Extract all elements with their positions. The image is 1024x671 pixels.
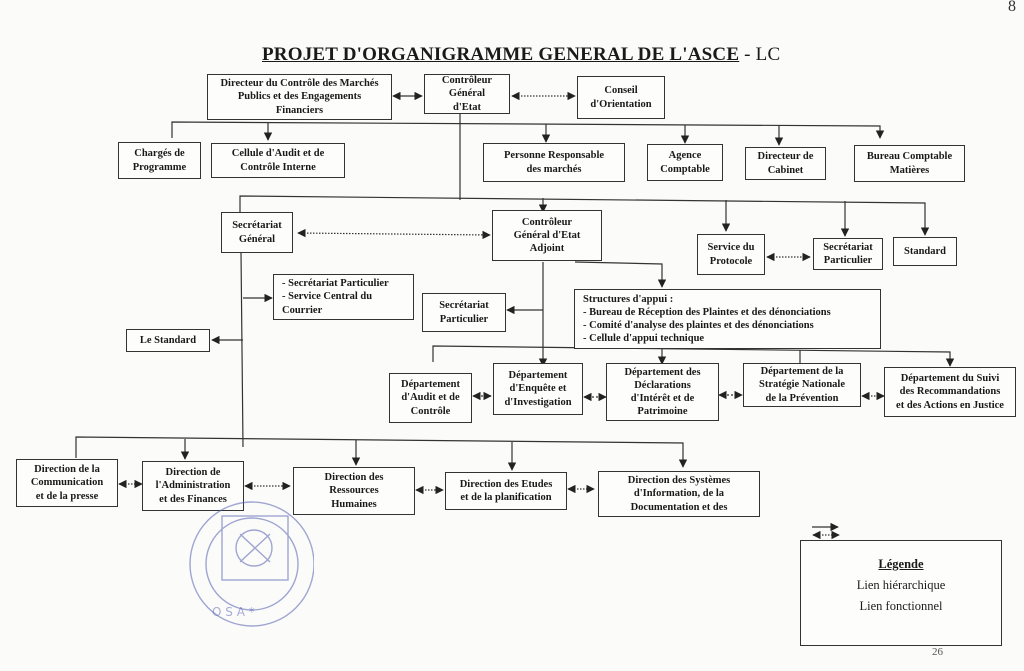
box-dir-etudes: Direction des Etudes et de la planificat… <box>445 472 567 510</box>
box-controleur-adjoint: Contrôleur Général d'Etat Adjoint <box>492 210 602 261</box>
box-le-standard: Le Standard <box>126 329 210 352</box>
box-secretariat-particulier-top: Secrétariat Particulier <box>813 238 883 270</box>
svg-text:O S A *: O S A * <box>212 605 255 619</box>
box-dir-communication: Direction de la Communication et de la p… <box>16 459 118 507</box>
box-cellule-audit: Cellule d'Audit et de Contrôle Interne <box>211 143 345 178</box>
box-conseil-orientation: Conseil d'Orientation <box>577 76 665 119</box>
box-directeur-controle-marches: Directeur du Contrôle des Marchés Public… <box>207 74 392 120</box>
box-standard: Standard <box>893 237 957 266</box>
title-suffix: - LC <box>739 44 781 65</box>
page-number: 26 <box>932 646 943 658</box>
box-bureau-comptable: Bureau Comptable Matières <box>854 145 965 182</box>
box-dept-suivi: Département du Suivi des Recommandations… <box>884 367 1016 417</box>
box-dept-enquete: Département d'Enquête et d'Investigation <box>493 363 583 415</box>
box-secretariat-particulier-adjoint: Secrétariat Particulier <box>422 293 506 332</box>
legend-box: Légende Lien hiérarchique Lien fonctionn… <box>800 540 1002 646</box>
box-directeur-cabinet: Directeur de Cabinet <box>745 147 826 180</box>
box-dept-declarations: Département des Déclarations d'Intérêt e… <box>606 363 719 421</box>
box-dept-strategie: Département de la Stratégie Nationale de… <box>743 363 861 407</box>
legend-item-functional: Lien fonctionnel <box>859 599 943 613</box>
box-service-protocole: Service du Protocole <box>697 234 765 275</box>
box-dir-systemes: Direction des Systèmes d'Information, de… <box>598 471 760 517</box>
page-title: PROJET D'ORGANIGRAMME GENERAL DE L'ASCE … <box>262 44 780 66</box>
title-main: PROJET D'ORGANIGRAMME GENERAL DE L'ASCE <box>262 44 740 65</box>
box-dir-administration: Direction de l'Administration et des Fin… <box>142 461 244 511</box>
box-personne-responsable: Personne Responsable des marchés <box>483 143 625 182</box>
corner-handwritten-mark: 8 <box>1008 0 1016 15</box>
box-secretariat-general: Secrétariat Général <box>221 212 293 253</box>
official-stamp: O S A * <box>189 501 314 627</box>
legend-title: Légende <box>878 557 924 571</box>
box-controleur-general: Contrôleur Général d'Etat <box>424 74 510 114</box>
box-sg-services: - Secrétariat Particulier - Service Cent… <box>273 274 414 320</box>
box-agence-comptable: Agence Comptable <box>647 144 723 181</box>
legend-item-hierarchical: Lien hiérarchique <box>856 578 946 592</box>
box-charges-programme: Chargés de Programme <box>118 142 201 179</box>
box-dept-audit: Département d'Audit et de Contrôle <box>389 373 472 423</box>
box-structures-appui: Structures d'appui : - Bureau de Récepti… <box>574 289 881 349</box>
box-dir-rh: Direction des Ressources Humaines <box>293 467 415 515</box>
